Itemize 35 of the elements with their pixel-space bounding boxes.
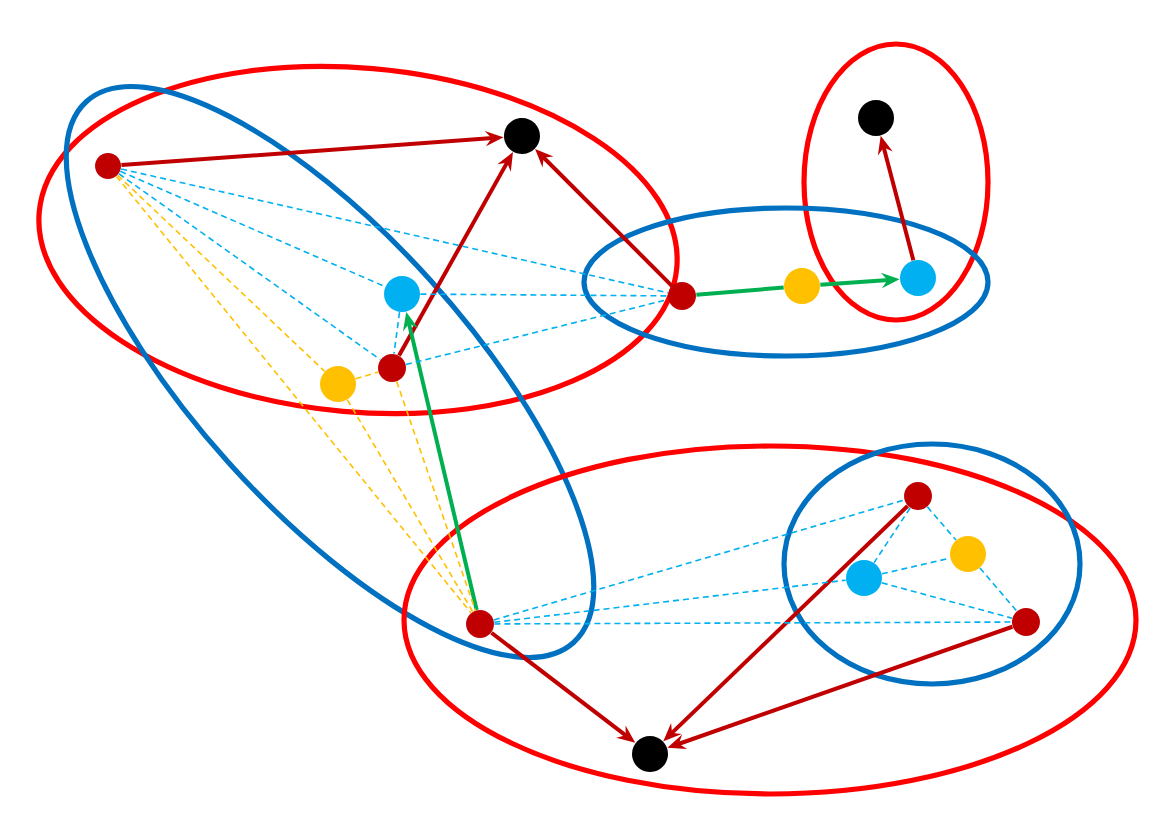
dot — [504, 118, 540, 154]
dashed-line — [118, 172, 382, 361]
dashed-line — [926, 506, 957, 541]
dashed-line — [405, 298, 669, 366]
dot — [858, 100, 894, 136]
dashed-line — [346, 399, 474, 613]
dashed-line — [120, 168, 669, 294]
dashed-line — [493, 621, 1013, 625]
dot — [320, 366, 356, 402]
dashed-line — [395, 380, 477, 612]
dot — [384, 276, 420, 312]
dot — [466, 610, 494, 638]
dashed-line — [493, 579, 847, 624]
dashed-line — [119, 170, 386, 288]
dot — [1012, 608, 1040, 636]
dashed-line — [354, 371, 379, 380]
dashed-line — [979, 567, 1018, 612]
dot — [904, 482, 932, 510]
dashed-line — [493, 499, 905, 621]
dashed-line — [116, 174, 326, 373]
dashed-line — [419, 293, 669, 297]
dot — [668, 282, 696, 310]
dashed-line — [115, 175, 472, 614]
dashed-line — [880, 582, 1013, 619]
dashed-line — [393, 311, 401, 355]
dot — [378, 354, 406, 382]
dashed-line — [873, 507, 911, 564]
connector-line — [696, 285, 784, 297]
dot — [784, 268, 820, 304]
dot — [95, 153, 121, 179]
dot — [632, 736, 668, 772]
dot — [950, 536, 986, 572]
dashed-line — [881, 557, 951, 575]
dot — [900, 260, 936, 296]
dot — [846, 560, 882, 596]
